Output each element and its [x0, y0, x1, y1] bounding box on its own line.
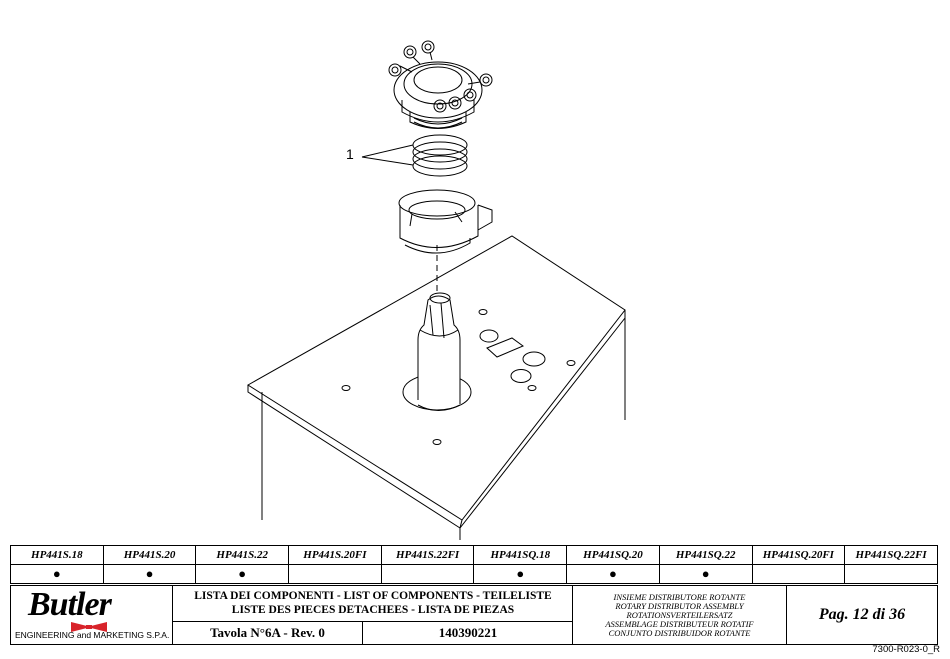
- bow-tie-icon: [71, 622, 107, 632]
- plate-holes: [341, 309, 576, 445]
- models-table: HP441S.18 HP441S.20 HP441S.22 HP441S.20F…: [10, 545, 938, 584]
- model-cell: HP441S.22FI: [380, 545, 475, 565]
- callout-leader: [361, 144, 414, 166]
- logo-subtitle: ENGINEERING and MARKETING S.P.A.: [15, 630, 170, 640]
- model-cell: HP441SQ.22FI: [844, 545, 938, 565]
- model-cell: HP441S.22: [195, 545, 290, 565]
- model-mark: [751, 564, 846, 584]
- logo: Butler ENGINEERING and MARKETING S.P.A.: [11, 586, 173, 644]
- model-mark: ●: [566, 564, 660, 584]
- component-list-cell: LISTA DEI COMPONENTI - LIST OF COMPONENT…: [173, 586, 573, 644]
- document-reference: 7300-R023-0_R: [872, 644, 940, 655]
- model-cell: HP441SQ.20: [566, 545, 660, 565]
- lower-housing: [398, 189, 493, 254]
- model-cell: HP441SQ.18: [473, 545, 568, 565]
- model-mark: [380, 564, 475, 584]
- assembly-name: ROTATIONSVERTEILERSATZ: [626, 610, 733, 620]
- part-code: 140390221: [438, 625, 498, 640]
- model-cell: HP441S.20: [102, 545, 197, 565]
- model-cell: HP441S.18: [10, 545, 104, 565]
- assembly-name: ASSEMBLAGE DISTRIBUTEUR ROTATIF: [605, 619, 754, 629]
- model-cell: HP441S.20FI: [288, 545, 382, 565]
- models-row: HP441S.18 HP441S.20 HP441S.22 HP441S.20F…: [10, 545, 938, 565]
- rotary-distributor-head: [388, 40, 493, 129]
- model-mark: ●: [10, 564, 104, 584]
- logo-brand: Butler: [28, 586, 112, 623]
- model-mark: [288, 564, 382, 584]
- model-marks-row: ● ● ● ● ● ●: [10, 564, 938, 584]
- model-mark: ●: [473, 564, 568, 584]
- list-title-line: LISTA DEI COMPONENTI - LIST OF COMPONENT…: [194, 590, 552, 602]
- model-mark: ●: [195, 564, 290, 584]
- list-title-line: LISTE DES PIECES DETACHEES - LISTA DE PI…: [231, 604, 515, 616]
- model-cell: HP441SQ.22: [658, 545, 753, 565]
- model-mark: ●: [102, 564, 197, 584]
- column: [402, 292, 472, 411]
- callout-number: 1: [346, 146, 354, 162]
- model-cell: HP441SQ.20FI: [751, 545, 846, 565]
- title-block: Butler ENGINEERING and MARKETING S.P.A. …: [10, 585, 938, 645]
- table-reference: Tavola N°6A - Rev. 0: [173, 622, 363, 644]
- assembly-name: CONJUNTO DISTRIBUIDOR ROTANTE: [608, 628, 751, 638]
- seal-rings: [412, 134, 468, 177]
- assembly-name: ROTARY DISTRIBUTOR ASSEMBLY: [615, 601, 744, 611]
- assembly-name: INSIEME DISTRIBUTORE ROTANTE: [613, 592, 746, 602]
- page-number: Pag. 12 di 36: [818, 606, 906, 623]
- assembly-names: INSIEME DISTRIBUTORE ROTANTE ROTARY DIST…: [573, 586, 787, 644]
- exploded-view-drawing: [247, 40, 626, 540]
- model-mark: ●: [658, 564, 753, 584]
- list-titles: LISTA DEI COMPONENTI - LIST OF COMPONENT…: [173, 586, 573, 622]
- model-mark: [844, 564, 938, 584]
